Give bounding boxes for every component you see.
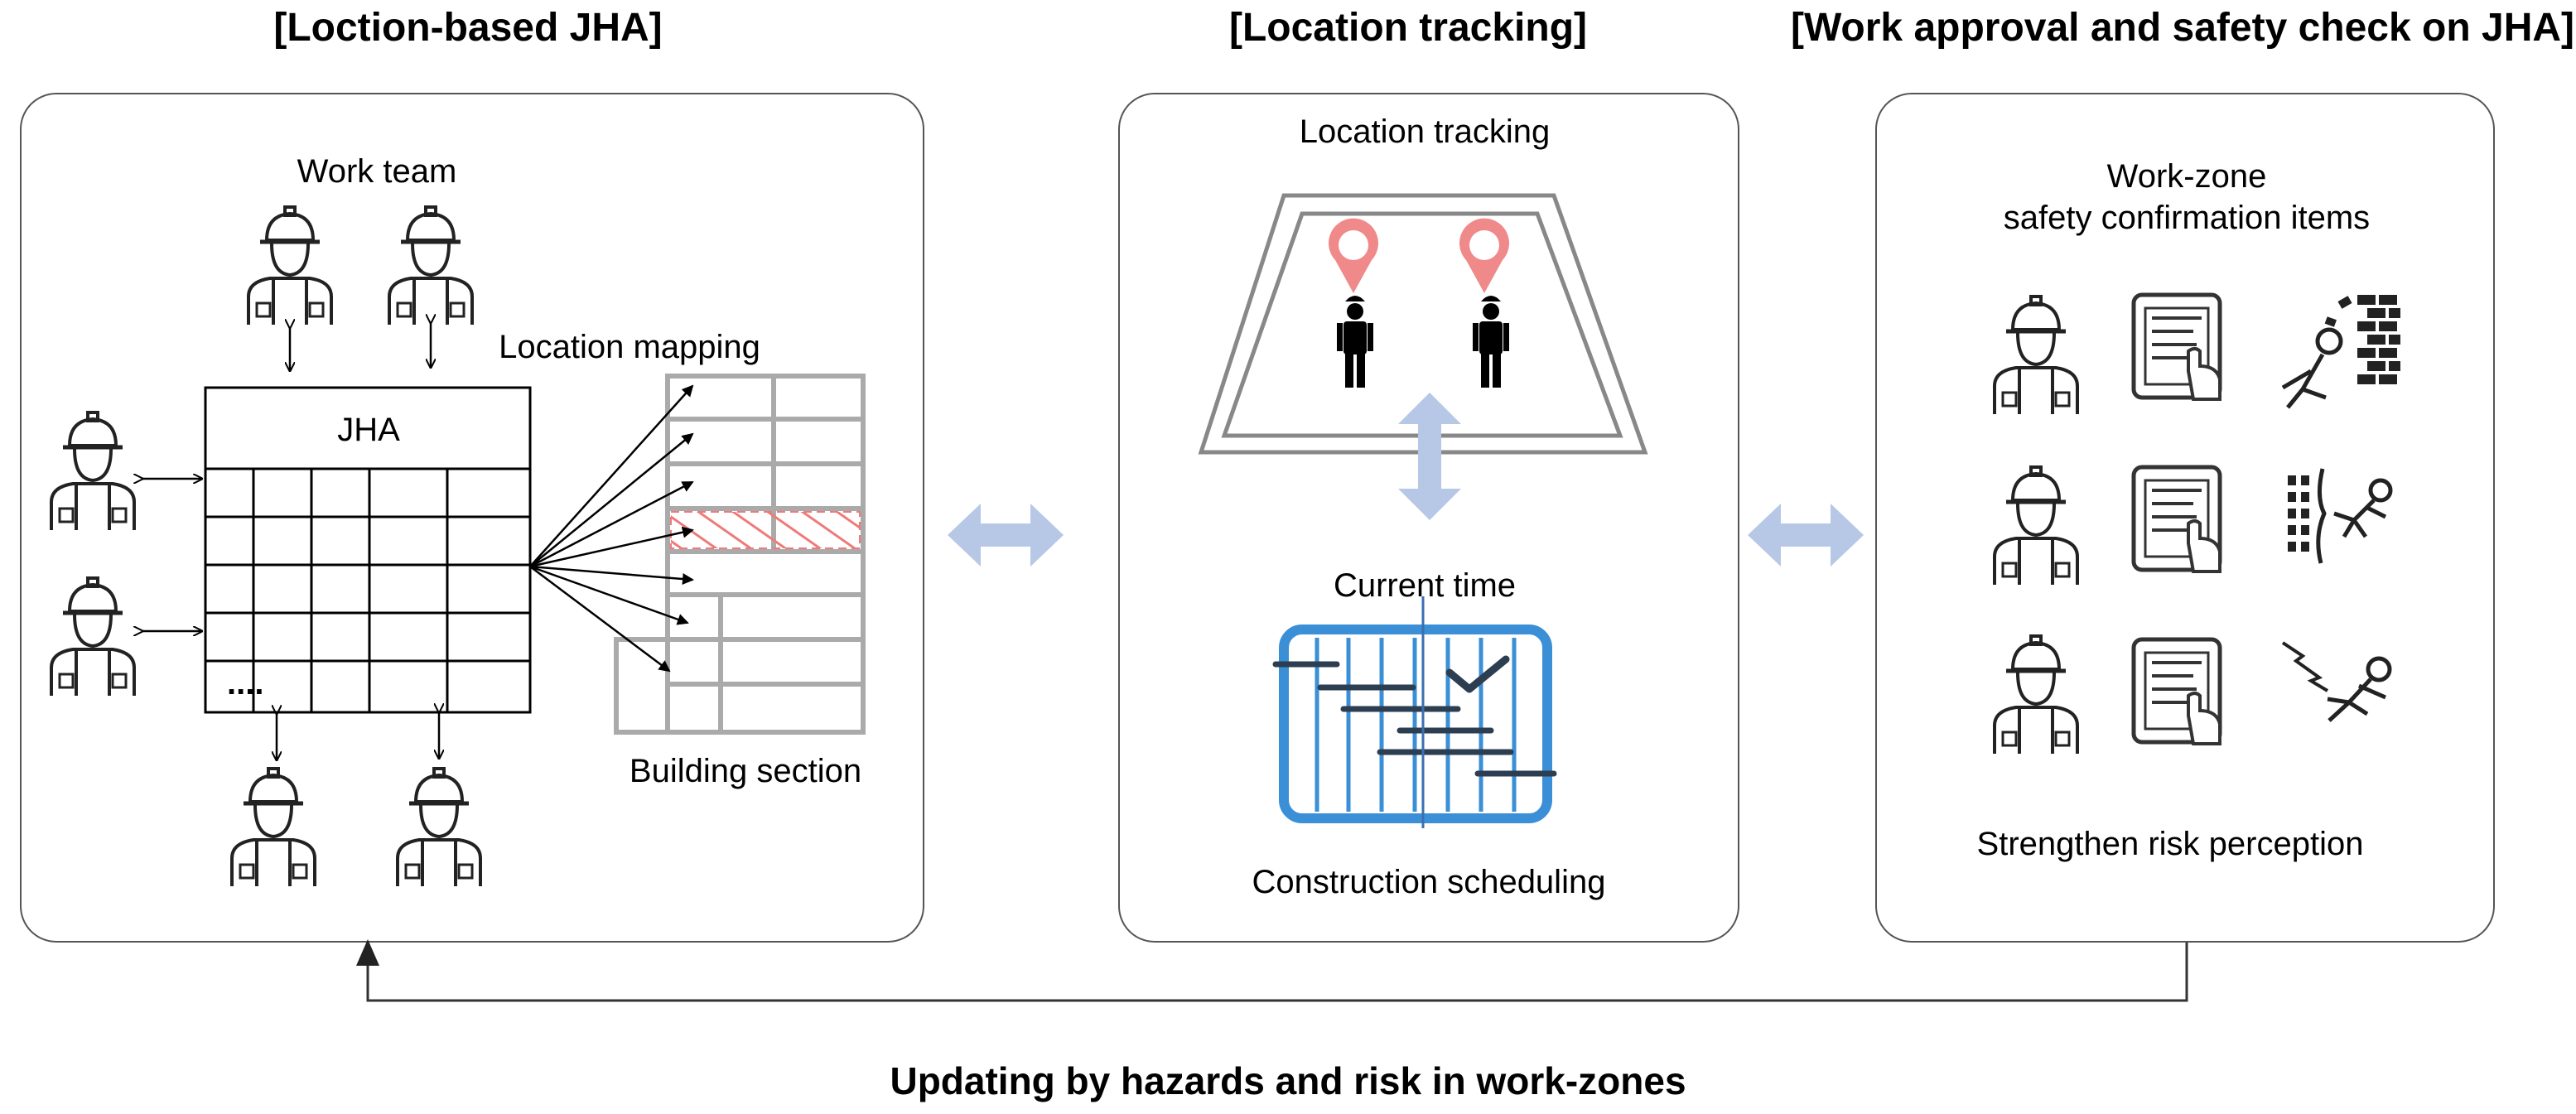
hatched-work-zone [670,511,861,549]
checklist-tablet-icon [2134,295,2220,399]
worker-icon [1995,636,2077,754]
location-pin-icon [1329,218,1378,293]
heading-work-approval: [Work approval and safety check on JHA] [1790,6,2575,50]
location-tracking-title: Location tracking [1299,113,1551,150]
worker-icon [51,578,134,696]
worker-icon [398,769,480,886]
checklist-tablet-icon [2134,467,2220,571]
heading-location-based-jha: [Loction-based JHA] [273,6,663,50]
jha-table-ellipsis: .... [227,665,264,702]
strengthen-risk-label: Strengthen risk perception [1976,826,2364,862]
location-pin-icon [1459,218,1509,293]
checklist-tablet-icon [2134,639,2220,744]
worker-icon [232,769,315,886]
fall-from-height-hazard-icon [2288,468,2393,564]
feedback-arrowhead-icon [356,939,379,966]
jha-table [204,386,532,714]
schedule-board-icon [1272,625,1557,823]
connector-double-arrow [1748,504,1864,567]
worker-icon [389,207,472,325]
worker-icon [1995,467,2077,585]
worker-silhouette-icon [1473,296,1509,388]
vertical-double-arrow [1398,393,1461,520]
worker-icon [1995,297,2077,414]
worker-icon [248,207,331,325]
safety-items-title-line1: Work-zone [2106,158,2267,195]
building-section-label: Building section [629,753,862,789]
falling-object-hazard-icon [2281,295,2400,409]
site-plan-trapezoid [1198,193,1648,455]
feedback-loop-line [366,943,2188,1002]
feedback-label: Updating by hazards and risk in work-zon… [890,1059,1686,1102]
worker-silhouette-icon [1337,296,1373,388]
mapping-arrows [529,384,694,673]
construction-scheduling-label: Construction scheduling [1252,864,1606,900]
team-link-arrows [142,323,439,760]
worker-icon [51,412,134,530]
connector-double-arrow [948,504,1064,567]
heading-location-tracking: [Location tracking] [1228,6,1588,50]
work-team-label: Work team [297,153,457,190]
location-mapping-label: Location mapping [499,329,760,365]
electric-shock-hazard-icon [2281,641,2392,722]
safety-items-title-line2: safety confirmation items [2003,200,2371,236]
current-time-label: Current time [1333,567,1517,604]
jha-table-title: JHA [337,412,400,448]
